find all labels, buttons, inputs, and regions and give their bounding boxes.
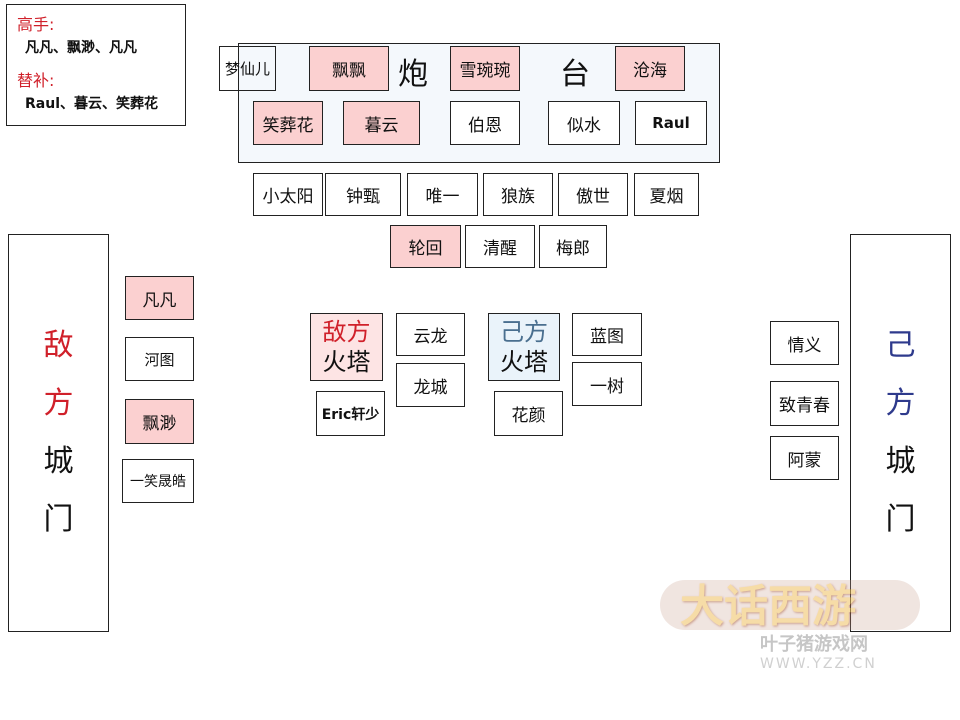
player-box: 一树 (572, 362, 642, 406)
player-box: Raul (635, 101, 707, 145)
subs-list: Raul、暮云、笑葬花 (25, 96, 158, 112)
site-name: 叶子猪游戏网 (760, 634, 868, 655)
player-box: 狼族 (483, 173, 553, 216)
player-box: 花颜 (494, 391, 563, 436)
gate-char: 城 (43, 444, 74, 479)
enemy-tower: 敌方 火塔 (310, 313, 383, 381)
player-box: 钟甄 (325, 173, 401, 216)
player-box: 笑葬花 (253, 101, 323, 145)
player-box: 清醒 (465, 225, 535, 268)
player-box: Eric轩少 (316, 391, 385, 436)
subs-label: 替补: (17, 71, 55, 90)
player-box: 情义 (770, 321, 839, 365)
player-box: 凡凡 (125, 276, 194, 320)
player-box: 河图 (125, 337, 194, 381)
player-box: 飘飘 (309, 46, 389, 91)
tower-label: 火塔 (500, 348, 548, 376)
own-tower: 己方 火塔 (488, 313, 560, 381)
player-box: 云龙 (396, 313, 465, 356)
watermark-logo: 大话西游 叶子猪游戏网 WWW.YZZ.CN (660, 570, 920, 680)
player-box: 暮云 (343, 101, 420, 145)
gate-char: 门 (885, 502, 916, 537)
player-box: 轮回 (390, 225, 461, 268)
player-box: 梦仙儿 (219, 46, 276, 91)
player-box: 致青春 (770, 381, 839, 426)
tower-side: 己方 (500, 318, 548, 346)
player-box: 龙城 (396, 363, 465, 407)
player-box: 似水 (548, 101, 620, 145)
tower-side: 敌方 (322, 318, 371, 346)
tower-label: 火塔 (322, 348, 371, 376)
player-box: 小太阳 (253, 173, 323, 216)
player-box: 一笑晟皓 (122, 459, 194, 503)
enemy-gate: 敌 方 城 门 (8, 234, 109, 632)
player-box: 夏烟 (634, 173, 699, 216)
player-box: 唯一 (407, 173, 478, 216)
site-url: WWW.YZZ.CN (760, 656, 877, 672)
player-box: 蓝图 (572, 313, 642, 356)
gate-char: 门 (43, 502, 74, 537)
gate-char: 城 (885, 444, 916, 479)
own-gate: 己 方 城 门 (850, 234, 951, 632)
cannon-char-2: 台 (560, 57, 590, 92)
gate-char: 敌 (43, 328, 74, 363)
legend-box: 高手: 凡凡、飘渺、凡凡 替补: Raul、暮云、笑葬花 (6, 4, 186, 126)
experts-list: 凡凡、飘渺、凡凡 (25, 40, 137, 56)
gate-char: 方 (43, 386, 74, 421)
player-box: 雪琬琬 (450, 46, 520, 91)
player-box: 傲世 (558, 173, 628, 216)
gate-char: 己 (885, 328, 916, 363)
cannon-char-1: 炮 (398, 57, 428, 92)
experts-label: 高手: (17, 15, 55, 34)
logo-text: 大话西游 (680, 581, 856, 632)
player-box: 梅郎 (539, 225, 607, 268)
player-box: 飘渺 (125, 399, 194, 444)
gate-char: 方 (885, 386, 916, 421)
player-box: 伯恩 (450, 101, 520, 145)
player-box: 阿蒙 (770, 436, 839, 480)
player-box: 沧海 (615, 46, 685, 91)
